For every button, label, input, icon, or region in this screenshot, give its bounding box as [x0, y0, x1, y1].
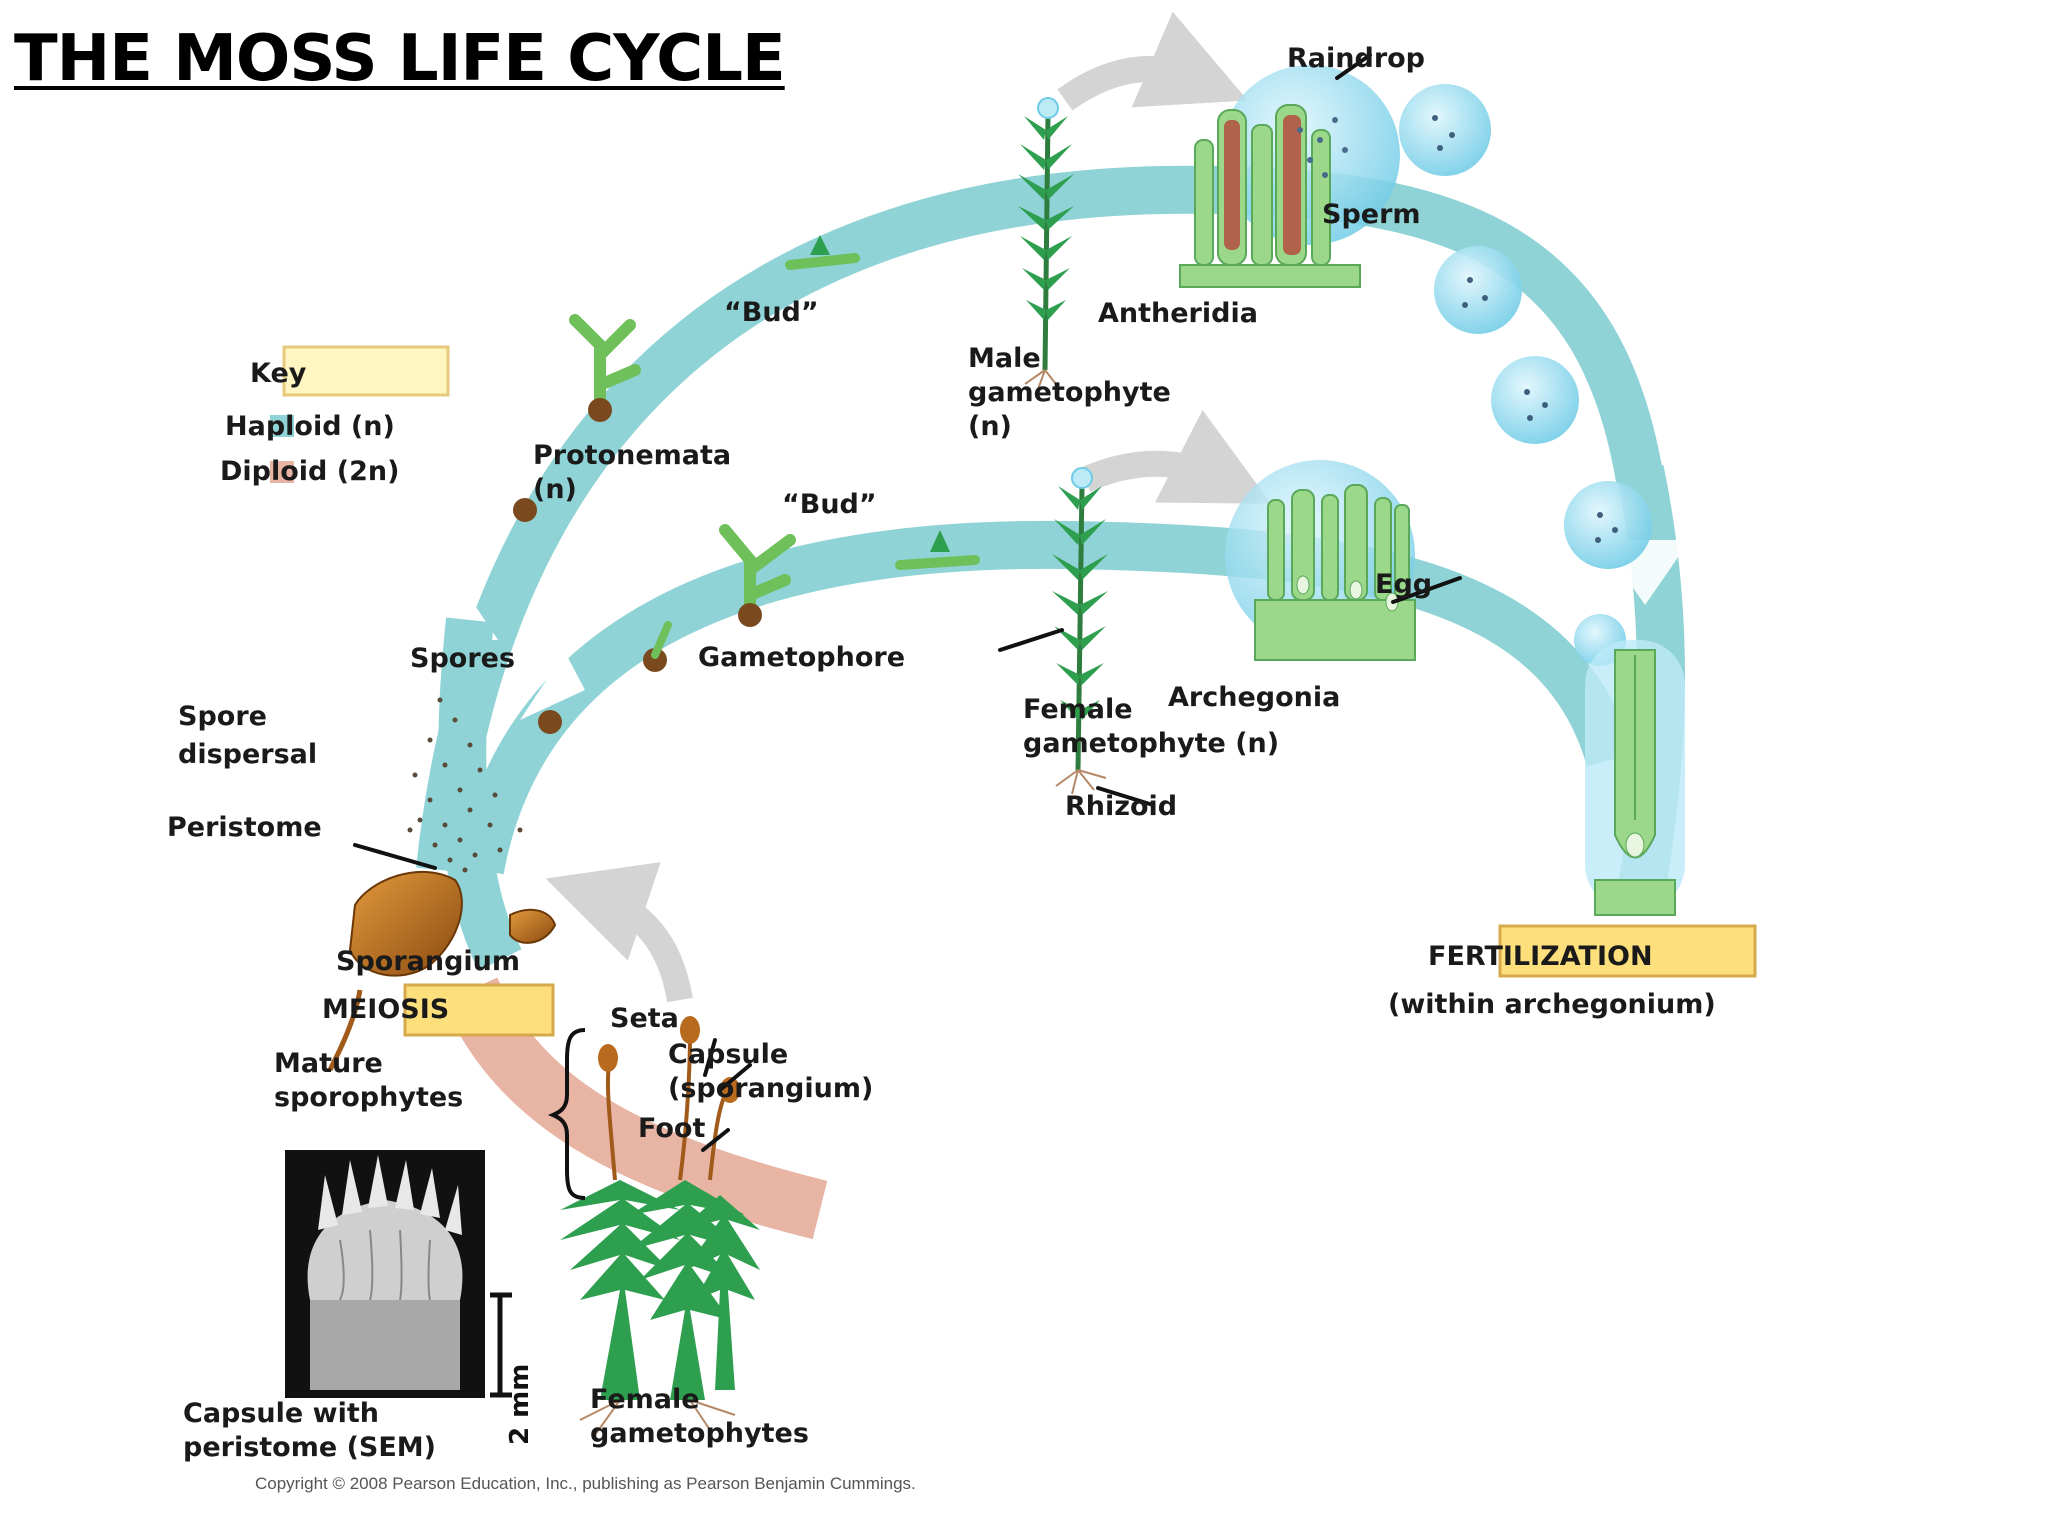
spore-dispersal-dots — [407, 697, 523, 883]
male-gametophyte-plant — [1018, 97, 1074, 393]
raindrop-label: Raindrop — [1287, 43, 1426, 74]
fertilization-archegonium — [1585, 640, 1685, 916]
diploid-label: Diploid (2n) — [220, 456, 400, 487]
foot-label: Foot — [638, 1113, 706, 1144]
sporangium-label: Sporangium — [336, 946, 521, 977]
capsule-sem-image — [285, 1150, 485, 1398]
egg-pointer — [1391, 576, 1462, 604]
bud-mid-leaf — [930, 530, 950, 552]
gametophore-germ-tube — [651, 621, 672, 659]
scale-bar-label: 2 mm — [505, 1363, 535, 1445]
copyright-notice: Copyright © 2008 Pearson Education, Inc.… — [255, 1474, 916, 1493]
foot-pointer — [701, 1128, 730, 1152]
capsule-line-1: Capsule — [668, 1039, 789, 1070]
spores-label: Spores — [410, 643, 516, 674]
female-gametophyte-line-1: Female — [1023, 694, 1133, 725]
female-gametophyte-line-2: gametophyte (n) — [1023, 728, 1280, 759]
spore-dispersal-line-1: Spore — [178, 701, 267, 732]
grey-arrow-female — [1079, 409, 1272, 504]
page-title: THE MOSS LIFE CYCLE — [14, 22, 786, 96]
sporophyte-brace — [547, 1028, 586, 1200]
capsule-line-2: (sporangium) — [668, 1073, 874, 1104]
protonemata-line-2: (n) — [533, 474, 577, 505]
antheridia-cluster — [1179, 65, 1400, 288]
spore-gametophore-low — [643, 648, 667, 672]
haploid-swatch — [270, 415, 294, 437]
female-gametophytes-line-1: Female — [590, 1384, 700, 1415]
pointer-lines — [353, 53, 1462, 1152]
haploid-label: Haploid (n) — [225, 411, 395, 442]
capsule-pointer-1 — [703, 1038, 717, 1077]
female-gametophyte-pointer — [998, 628, 1064, 652]
protonemata-line-1: Protonemata — [533, 440, 732, 471]
female-gametophytes-line-2: gametophytes — [590, 1418, 809, 1449]
male-gametophyte-line-2: gametophyte — [968, 377, 1171, 408]
protonemata-sprig — [569, 314, 641, 411]
bud-top-label: “Bud” — [724, 297, 819, 328]
raindrop-pointer — [1335, 53, 1372, 80]
archegonia-cluster — [1225, 460, 1416, 661]
sporophytes-on-gametophytes — [560, 1016, 760, 1436]
rhizoid-pointer — [1096, 786, 1155, 807]
gametophore-spore — [738, 603, 762, 627]
gametophore-sprig — [719, 524, 796, 618]
diploid-swatch — [270, 461, 294, 483]
peristome-label: Peristome — [167, 812, 322, 843]
bud-mid-sprig — [895, 555, 980, 570]
sperm-label: Sperm — [1322, 199, 1421, 230]
antheridia-label: Antheridia — [1098, 298, 1258, 329]
egg-label: Egg — [1375, 569, 1433, 600]
capsule-sem-line-2: peristome (SEM) — [183, 1432, 437, 1463]
capsule-sem-line-1: Capsule with — [183, 1398, 379, 1429]
sporangium-capsule — [327, 870, 557, 1072]
spore-single — [538, 710, 562, 734]
mature-sporophytes-line-2: sporophytes — [274, 1082, 464, 1113]
meiosis-label: MEIOSIS — [322, 994, 450, 1025]
bud-mid-label: “Bud” — [782, 489, 877, 520]
grey-arrow-sporophyte — [545, 862, 693, 1003]
gametophore-arrow-up — [520, 652, 585, 720]
seta-label: Seta — [610, 1003, 679, 1034]
haploid-band-left — [438, 617, 522, 971]
fertilization-box — [1498, 924, 1757, 978]
archegonia-label: Archegonia — [1168, 682, 1341, 713]
rhizoid-label: Rhizoid — [1065, 791, 1178, 822]
capsule-pointer-2 — [718, 1063, 752, 1092]
protonemata-spore — [588, 398, 612, 422]
male-gametophyte-line-1: Male — [968, 343, 1041, 374]
grey-arrow-male — [1057, 11, 1248, 111]
fertilization-sub-label: (within archegonium) — [1388, 989, 1716, 1020]
male-gametophyte-line-3: (n) — [968, 411, 1012, 442]
scale-bar — [490, 1292, 512, 1398]
spore-dispersal-line-2: dispersal — [178, 739, 318, 770]
operculum — [509, 908, 557, 944]
key-heading: Key — [250, 358, 307, 389]
gametophore-label: Gametophore — [698, 642, 906, 673]
fertilization-label: FERTILIZATION — [1428, 941, 1653, 972]
meiosis-box — [403, 983, 555, 1037]
bud-top-leaf — [810, 235, 830, 255]
key-box — [282, 345, 450, 397]
spore-protonemata-low — [513, 498, 537, 522]
mature-sporophytes-line-1: Mature — [274, 1048, 383, 1079]
bud-top-sprig — [785, 253, 860, 270]
peristome-pointer — [353, 843, 437, 870]
